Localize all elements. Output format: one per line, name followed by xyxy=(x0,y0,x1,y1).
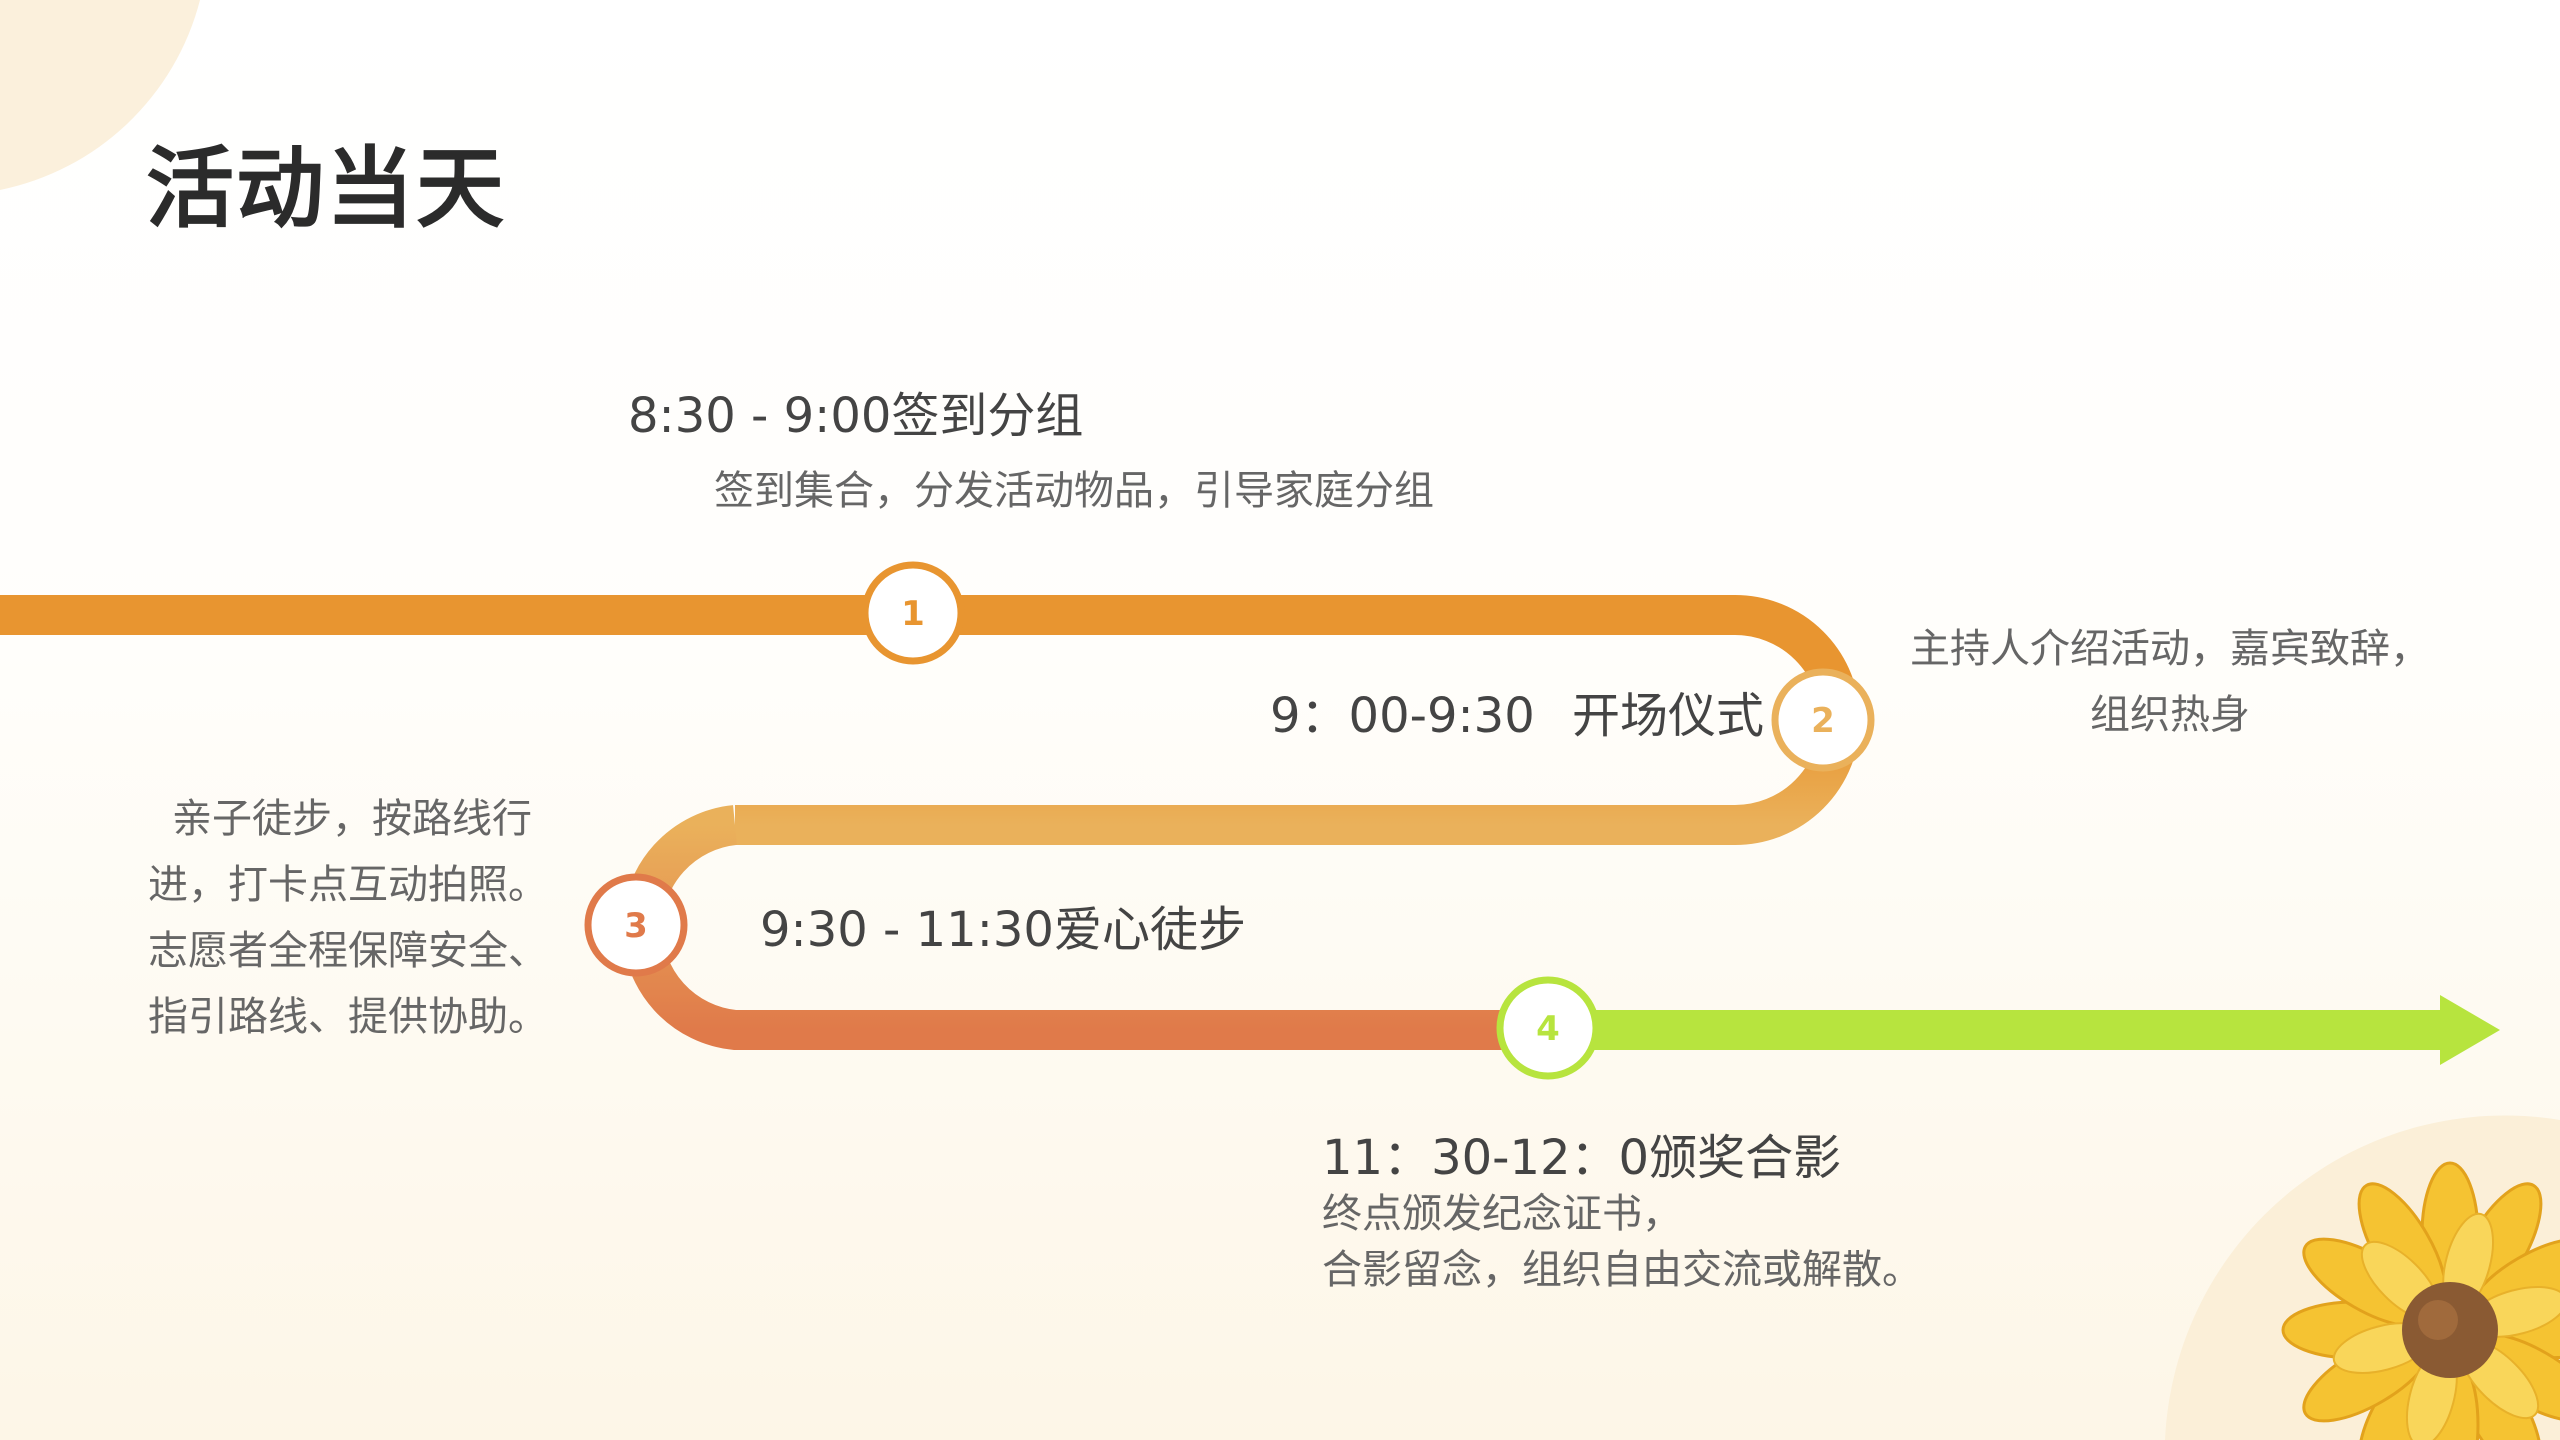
step-4-description: 终点颁发纪念证书， 合影留念，组织自由交流或解散。 xyxy=(1322,1186,1922,1298)
step-number-3: 3 xyxy=(624,906,648,946)
step-2-description: 主持人介绍活动，嘉宾致辞， 组织热身 xyxy=(1880,616,2460,748)
step-3-description-line-4: 指引路线、提供协助。 xyxy=(148,984,548,1050)
step-3-time: 9:30 - 11:30爱心徒步 xyxy=(760,890,1246,960)
step-4-time: 11：30-12：0颁奖合影 xyxy=(1322,1118,1841,1188)
step-1-description: 签到集合，分发活动物品，引导家庭分组 xyxy=(714,458,1434,524)
arrow-head-icon xyxy=(2440,995,2500,1065)
step-number-4: 4 xyxy=(1536,1009,1560,1049)
step-badge-1: 1 xyxy=(865,565,961,661)
step-4-description-line-2: 合影留念，组织自由交流或解散。 xyxy=(1322,1242,1922,1298)
step-1-time: 8:30 - 9:00签到分组 xyxy=(628,376,1083,446)
step-2-time: 9：00-9:30 xyxy=(1270,676,1535,746)
step-badge-2: 2 xyxy=(1775,672,1871,768)
step-badge-4: 4 xyxy=(1500,980,1596,1076)
step-number-2: 2 xyxy=(1811,701,1835,741)
step-badge-3: 3 xyxy=(588,877,684,973)
step-3-description: 亲子徒步，按路线行 进，打卡点互动拍照。 志愿者全程保障安全、 指引路线、提供协… xyxy=(148,786,548,1050)
step-3-description-line-2: 进，打卡点互动拍照。 xyxy=(148,852,548,918)
step-3-description-line-1: 亲子徒步，按路线行 xyxy=(148,786,548,852)
step-number-1: 1 xyxy=(901,594,925,634)
step-4-description-line-1: 终点颁发纪念证书， xyxy=(1322,1186,1922,1242)
step-2-description-line-1: 主持人介绍活动，嘉宾致辞， xyxy=(1880,616,2460,682)
step-2-description-line-2: 组织热身 xyxy=(1880,682,2460,748)
page-title: 活动当天 xyxy=(146,118,506,245)
step-3-description-line-3: 志愿者全程保障安全、 xyxy=(148,918,548,984)
step-2-name: 开场仪式 xyxy=(1572,676,1764,746)
